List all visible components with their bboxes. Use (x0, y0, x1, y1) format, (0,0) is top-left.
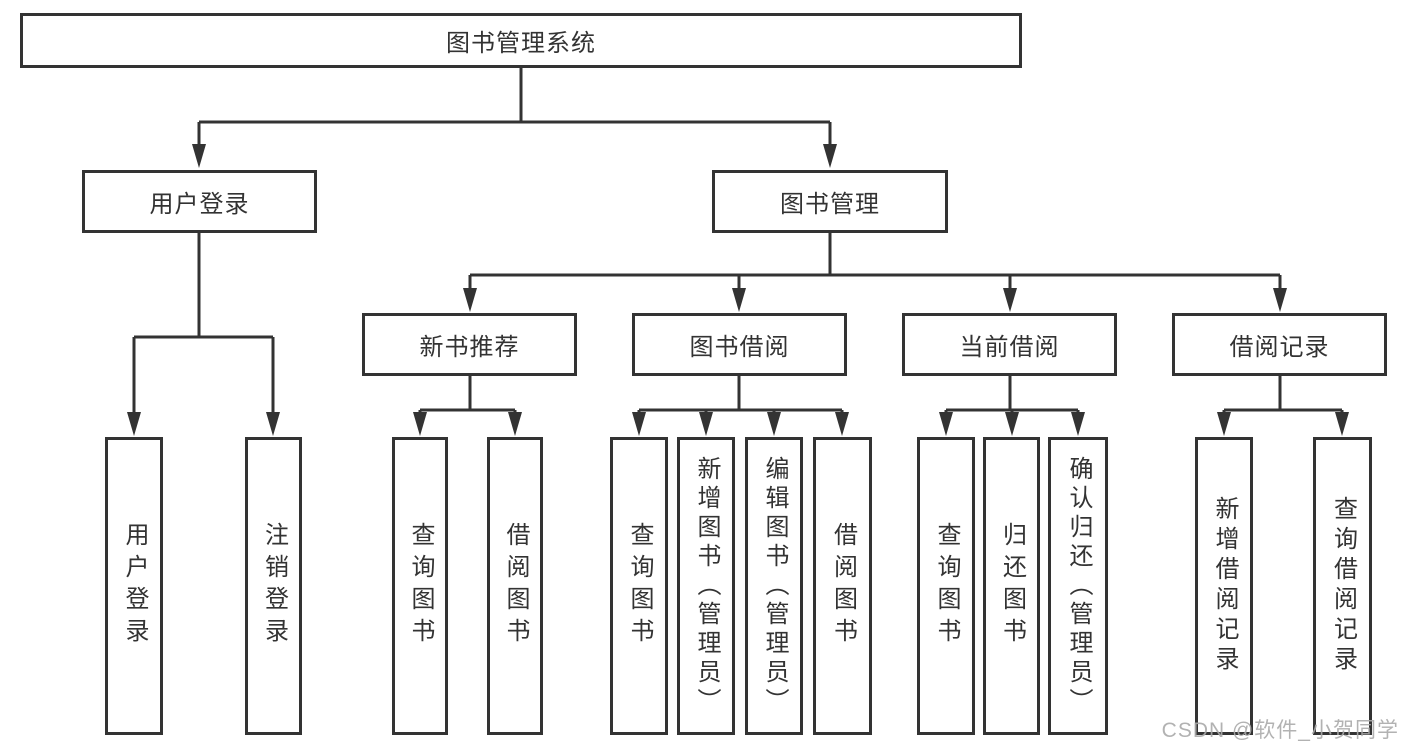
leaf-logout-label: 注销登录 (260, 522, 288, 650)
leaf-query-borrow-record: 查询借阅记录 (1313, 437, 1372, 735)
leaf-borrow-books-borrow-label: 借阅图书 (829, 522, 857, 650)
leaf-query-books-borrow-label: 查询图书 (626, 522, 653, 650)
leaf-confirm-return-admin-label: 确认归还（管理员） (1065, 455, 1092, 717)
node-root-label: 图书管理系统 (446, 30, 596, 57)
leaf-query-books-recommend-label: 查询图书 (407, 522, 434, 650)
node-user-login: 用户登录 (82, 170, 317, 233)
leaf-return-book-label: 归还图书 (998, 522, 1026, 650)
leaf-user-login-label: 用户登录 (121, 522, 148, 650)
leaf-edit-book-admin: 编辑图书（管理员） (745, 437, 803, 735)
node-root: 图书管理系统 (20, 13, 1022, 68)
leaf-query-books-current: 查询图书 (917, 437, 975, 735)
node-new-book-recommend: 新书推荐 (362, 313, 577, 376)
node-book-borrow-label: 图书借阅 (689, 334, 790, 361)
leaf-add-borrow-record-label: 新增借阅记录 (1211, 496, 1238, 676)
leaf-query-books-recommend: 查询图书 (392, 437, 448, 735)
leaf-query-books-borrow: 查询图书 (610, 437, 668, 735)
node-borrow-records: 借阅记录 (1172, 313, 1387, 376)
leaf-add-book-admin: 新增图书（管理员） (677, 437, 735, 735)
leaf-confirm-return-admin: 确认归还（管理员） (1048, 437, 1108, 735)
leaf-query-books-current-label: 查询图书 (933, 522, 960, 650)
leaf-query-borrow-record-label: 查询借阅记录 (1329, 496, 1357, 676)
csdn-watermark: CSDN @软件_小贺同学 (1161, 719, 1399, 742)
leaf-return-book: 归还图书 (983, 437, 1040, 735)
leaf-logout: 注销登录 (245, 437, 302, 735)
node-book-management-label: 图书管理 (780, 191, 880, 218)
node-current-borrow-label: 当前借阅 (959, 334, 1060, 361)
leaf-borrow-books-recommend-label: 借阅图书 (502, 522, 529, 650)
node-current-borrow: 当前借阅 (902, 313, 1117, 376)
node-user-login-label: 用户登录 (149, 191, 250, 218)
node-book-borrow: 图书借阅 (632, 313, 847, 376)
leaf-borrow-books-recommend: 借阅图书 (487, 437, 543, 735)
node-book-management: 图书管理 (712, 170, 948, 233)
leaf-add-book-admin-label: 新增图书（管理员） (693, 455, 720, 717)
node-borrow-records-label: 借阅记录 (1229, 334, 1330, 361)
node-new-book-recommend-label: 新书推荐 (419, 334, 520, 361)
leaf-borrow-books-borrow: 借阅图书 (813, 437, 872, 735)
leaf-edit-book-admin-label: 编辑图书（管理员） (761, 455, 788, 717)
leaf-user-login: 用户登录 (105, 437, 163, 735)
leaf-add-borrow-record: 新增借阅记录 (1195, 437, 1253, 735)
